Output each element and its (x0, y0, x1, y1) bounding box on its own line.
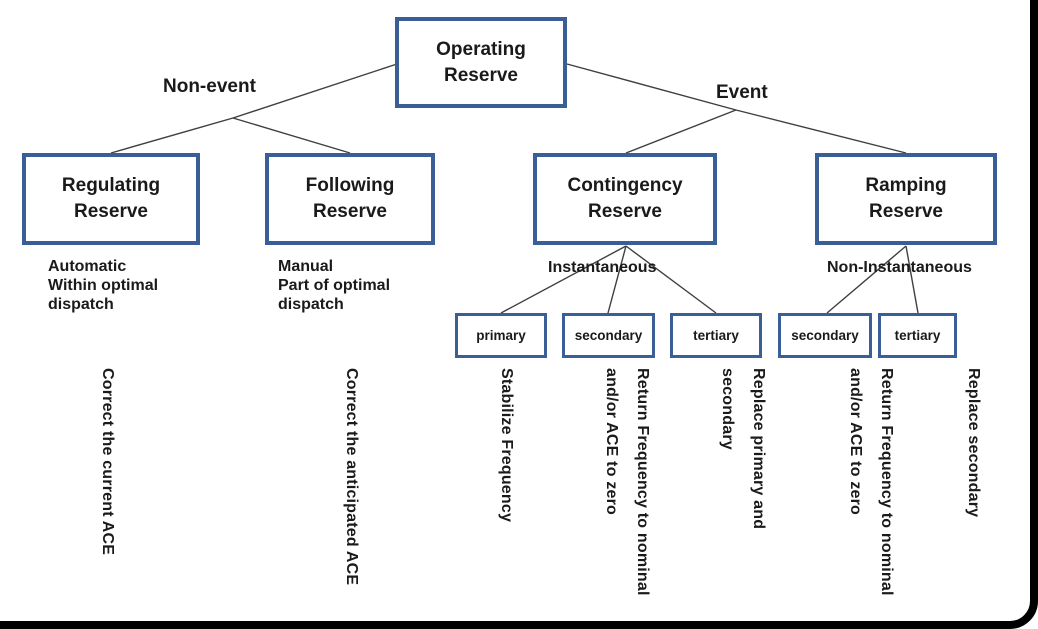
node-primary: primary (455, 313, 547, 358)
node-following-reserve: Following Reserve (265, 153, 435, 245)
branch-label-event: Event (716, 82, 768, 103)
vnote-return-frequency-ramping: Return Frequency to nominal and/or ACE t… (847, 368, 895, 596)
node-tertiary-contingency: tertiary (670, 313, 762, 358)
connector-contingency-secondary (607, 245, 627, 314)
connector-root-nonevent (232, 63, 398, 119)
vnote-stabilize-frequency: Stabilize Frequency (498, 368, 515, 523)
connector-ramping-tertiary (905, 245, 919, 314)
vnote-replace-primary-secondary: Replace primary and secondary (719, 368, 767, 530)
vnote-correct-current-ace: Correct the current ACE (99, 368, 116, 556)
node-tertiary-ramping: tertiary (878, 313, 957, 358)
connector-root-event (566, 63, 737, 111)
note-contingency: Instantaneous (548, 259, 657, 276)
connector-event-ramping (735, 109, 907, 154)
connector-contingency-primary (500, 245, 627, 314)
connector-nonevent-following (232, 117, 351, 154)
node-secondary-ramping: secondary (778, 313, 872, 358)
vnote-correct-anticipated-ace: Correct the anticipated ACE (343, 368, 360, 586)
note-following: Manual Part of optimal dispatch (278, 258, 391, 313)
node-ramping-reserve: Ramping Reserve (815, 153, 997, 245)
note-ramping: Non-Instantaneous (827, 259, 972, 276)
connector-ramping-secondary (826, 245, 907, 314)
branch-label-non-event: Non-event (163, 76, 256, 97)
vnote-replace-secondary: Replace secondary (965, 368, 982, 518)
node-secondary-contingency: secondary (562, 313, 655, 358)
connector-nonevent-regulating (110, 117, 234, 154)
vnote-return-frequency-contingency: Return Frequency to nominal and/or ACE t… (603, 368, 651, 596)
note-regulating: Automatic Within optimal dispatch (48, 258, 159, 313)
node-operating-reserve: Operating Reserve (395, 17, 567, 108)
node-contingency-reserve: Contingency Reserve (533, 153, 717, 245)
node-regulating-reserve: Regulating Reserve (22, 153, 200, 245)
connector-event-contingency (625, 109, 737, 154)
connector-contingency-tertiary (625, 245, 717, 314)
